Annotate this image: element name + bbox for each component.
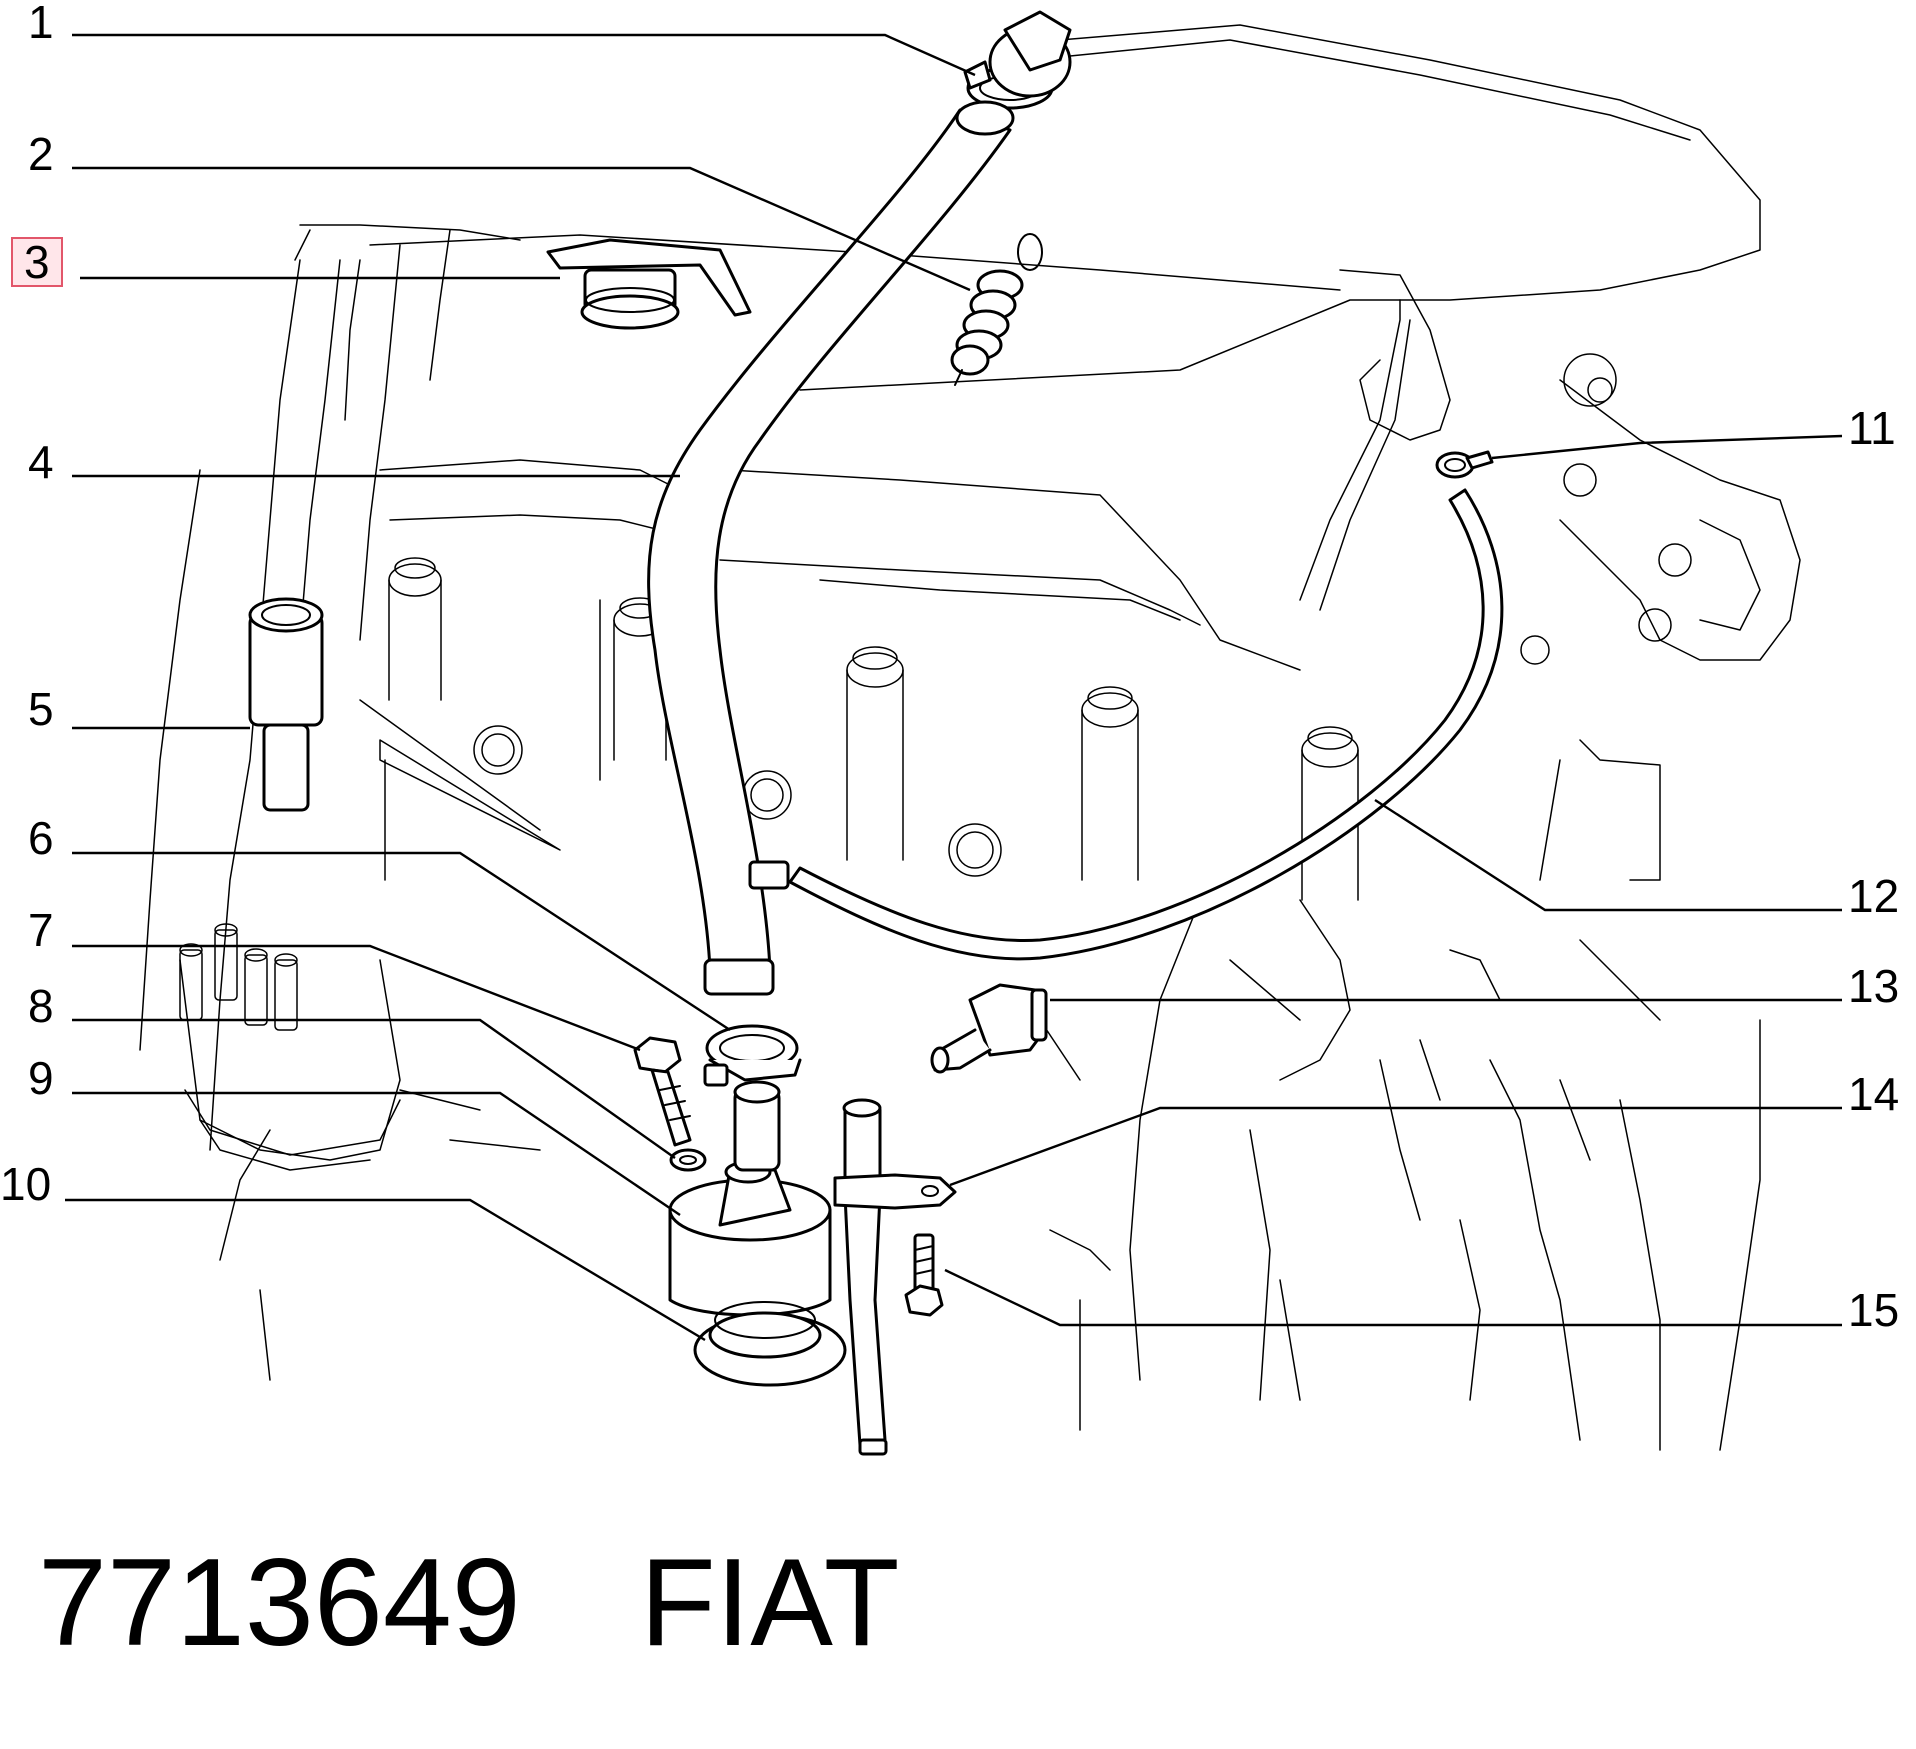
part-4-breather-hose xyxy=(647,10,1072,996)
callout-11: 11 xyxy=(1848,402,1896,454)
callout-8: 8 xyxy=(28,980,54,1032)
part-13-pressure-switch xyxy=(930,983,1048,1074)
leader-12 xyxy=(1374,798,1842,912)
brand-name: FIAT xyxy=(640,1534,899,1672)
callout-13: 13 xyxy=(1848,960,1899,1012)
callout-labels: 1 2 3 4 5 6 7 8 9 10 11 12 13 14 15 xyxy=(0,0,1899,1336)
leader-11 xyxy=(1491,434,1843,460)
part-5-fitting xyxy=(248,597,324,812)
part-2-dipstick xyxy=(950,233,1043,386)
callout-3: 3 xyxy=(24,236,50,288)
leader-10 xyxy=(65,1198,706,1342)
part-7-bolt xyxy=(633,1036,692,1147)
part-14-dipstick-tube xyxy=(833,1098,957,1456)
leader-9 xyxy=(72,1091,681,1216)
leader-15 xyxy=(944,1268,1842,1327)
part-11-small-clamp xyxy=(1435,450,1494,479)
callout-2: 2 xyxy=(28,128,54,180)
part-3-oil-filler-cap xyxy=(546,238,752,330)
callout-6: 6 xyxy=(28,812,54,864)
part-9-oil-separator xyxy=(668,1080,832,1317)
part-6-hose-clamp xyxy=(703,1024,802,1087)
leader-6 xyxy=(72,851,731,1032)
parts xyxy=(248,10,1504,1456)
callout-14: 14 xyxy=(1848,1068,1899,1120)
part-10-gasket xyxy=(693,1301,847,1387)
part-number: 7713649 xyxy=(38,1534,521,1672)
callout-15: 15 xyxy=(1848,1284,1899,1336)
callout-3-highlight xyxy=(11,237,63,287)
callout-12: 12 xyxy=(1848,870,1899,922)
leader-2 xyxy=(72,166,971,292)
leader-8 xyxy=(72,1018,676,1159)
callout-4: 4 xyxy=(28,436,54,488)
leader-14 xyxy=(949,1106,1842,1187)
leader-1 xyxy=(72,33,976,77)
leader-lines xyxy=(65,33,1843,1342)
callout-9: 9 xyxy=(28,1052,54,1104)
callout-10: 10 xyxy=(0,1158,51,1210)
callout-5: 5 xyxy=(28,683,54,735)
part-15-bolt xyxy=(904,1233,944,1317)
part-8-washer xyxy=(669,1148,707,1172)
footer: 7713649 FIAT xyxy=(38,1534,899,1672)
part-12-small-hose xyxy=(748,488,1504,961)
leader-7 xyxy=(72,944,641,1052)
engine-outline xyxy=(139,24,1801,1451)
callout-7: 7 xyxy=(28,904,54,956)
callout-1: 1 xyxy=(28,0,54,48)
